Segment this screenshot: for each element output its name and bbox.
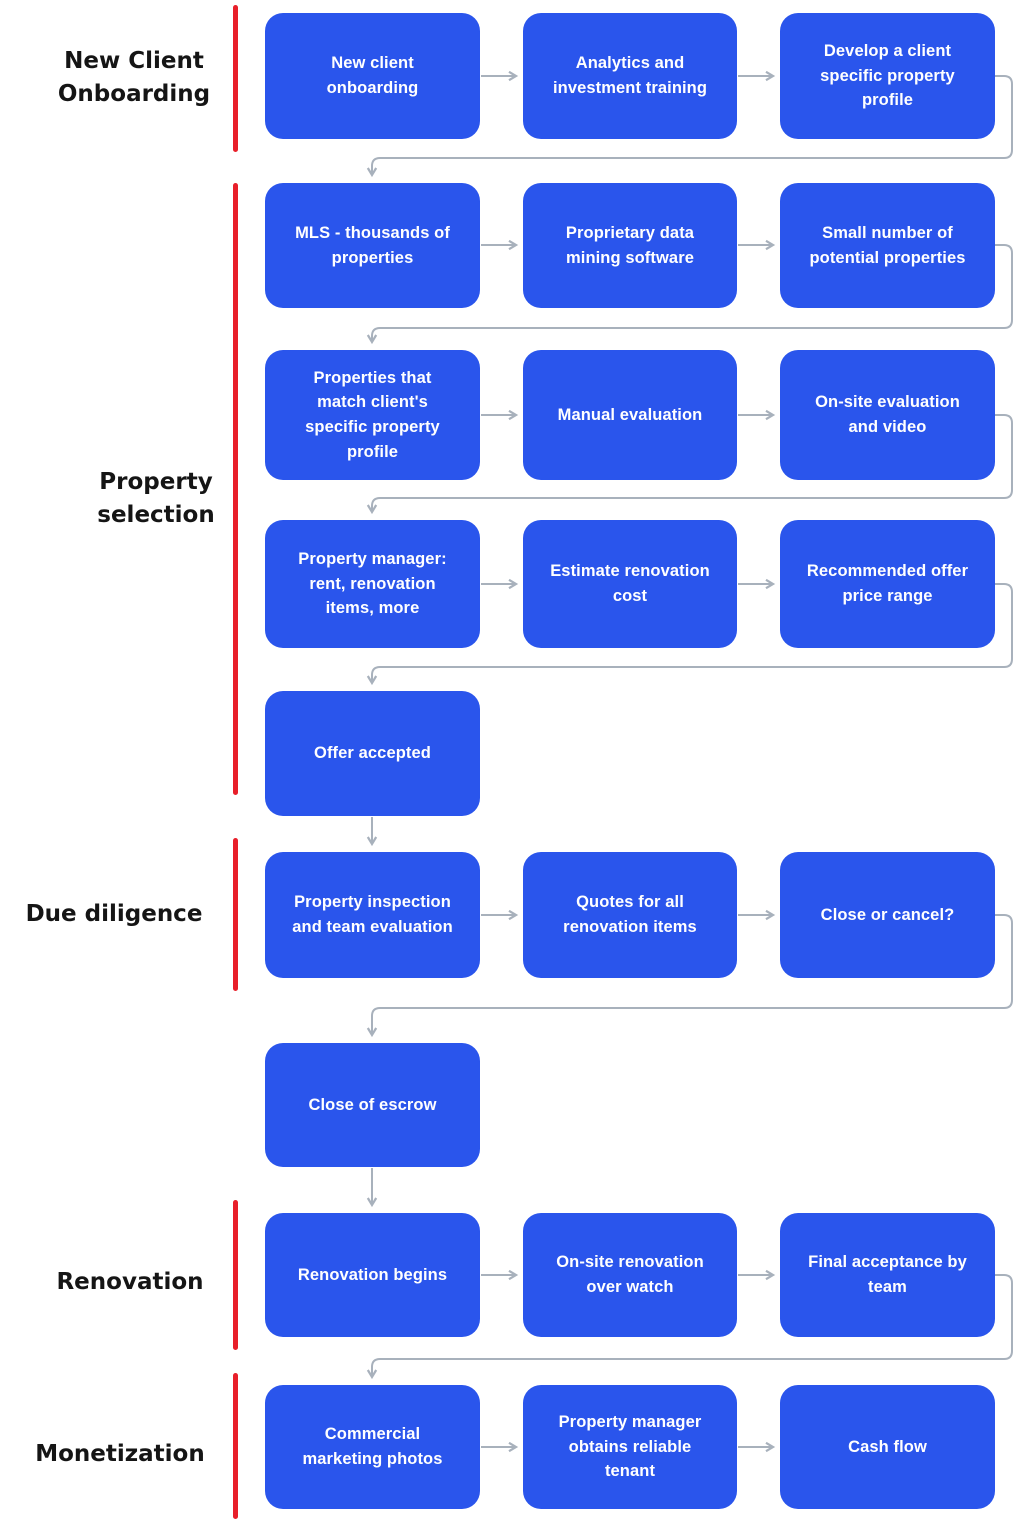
section-divider-new-client-onboarding	[233, 5, 238, 152]
node-analytics-investment-training: Analytics and investment training	[523, 13, 737, 139]
node-onsite-renovation-over-watch: On-site renovation over watch	[523, 1213, 737, 1337]
node-properties-match-client-profile: Properties that match client's specific …	[265, 350, 480, 480]
node-commercial-marketing-photos: Commercial marketing photos	[265, 1385, 480, 1509]
node-develop-client-property-profile: Develop a client specific property profi…	[780, 13, 995, 139]
node-cash-flow: Cash flow	[780, 1385, 995, 1509]
node-mls-thousands-of-properties: MLS - thousands of properties	[265, 183, 480, 308]
node-small-number-potential-properties: Small number of potential properties	[780, 183, 995, 308]
connector-r1-r2	[366, 75, 1013, 178]
node-proprietary-data-mining-software: Proprietary data mining software	[523, 183, 737, 308]
node-property-inspection-team-evaluation: Property inspection and team evaluation	[265, 852, 480, 978]
node-property-manager-obtains-tenant: Property manager obtains reliable tenant	[523, 1385, 737, 1509]
node-quotes-for-renovation-items: Quotes for all renovation items	[523, 852, 737, 978]
node-close-of-escrow: Close of escrow	[265, 1043, 480, 1167]
node-recommended-offer-price-range: Recommended offer price range	[780, 520, 995, 648]
section-label-renovation: Renovation	[56, 1269, 204, 1295]
node-manual-evaluation: Manual evaluation	[523, 350, 737, 480]
node-offer-accepted: Offer accepted	[265, 691, 480, 816]
connector-r6-r7	[366, 914, 1013, 1038]
connector-r8-r9	[366, 1274, 1013, 1380]
section-divider-due-diligence	[233, 838, 238, 991]
section-divider-monetization	[233, 1373, 238, 1519]
node-renovation-begins: Renovation begins	[265, 1213, 480, 1337]
node-estimate-renovation-cost: Estimate renovation cost	[523, 520, 737, 648]
section-label-property-selection: Property selection	[97, 469, 215, 529]
connector-r2-r3	[366, 244, 1013, 345]
connector-r3-r4	[366, 414, 1013, 515]
node-final-acceptance-by-team: Final acceptance by team	[780, 1213, 995, 1337]
node-property-manager-rent-renovation: Property manager: rent, renovation items…	[265, 520, 480, 648]
node-close-or-cancel: Close or cancel?	[780, 852, 995, 978]
node-onsite-evaluation-and-video: On-site evaluation and video	[780, 350, 995, 480]
section-divider-renovation	[233, 1200, 238, 1350]
node-new-client-onboarding: New client onboarding	[265, 13, 480, 139]
section-label-due-diligence: Due diligence	[25, 901, 203, 927]
section-divider-property-selection	[233, 183, 238, 795]
connector-r4-r5	[366, 583, 1013, 686]
section-label-monetization: Monetization	[35, 1441, 205, 1467]
section-label-new-client-onboarding: New Client Onboarding	[57, 48, 211, 108]
